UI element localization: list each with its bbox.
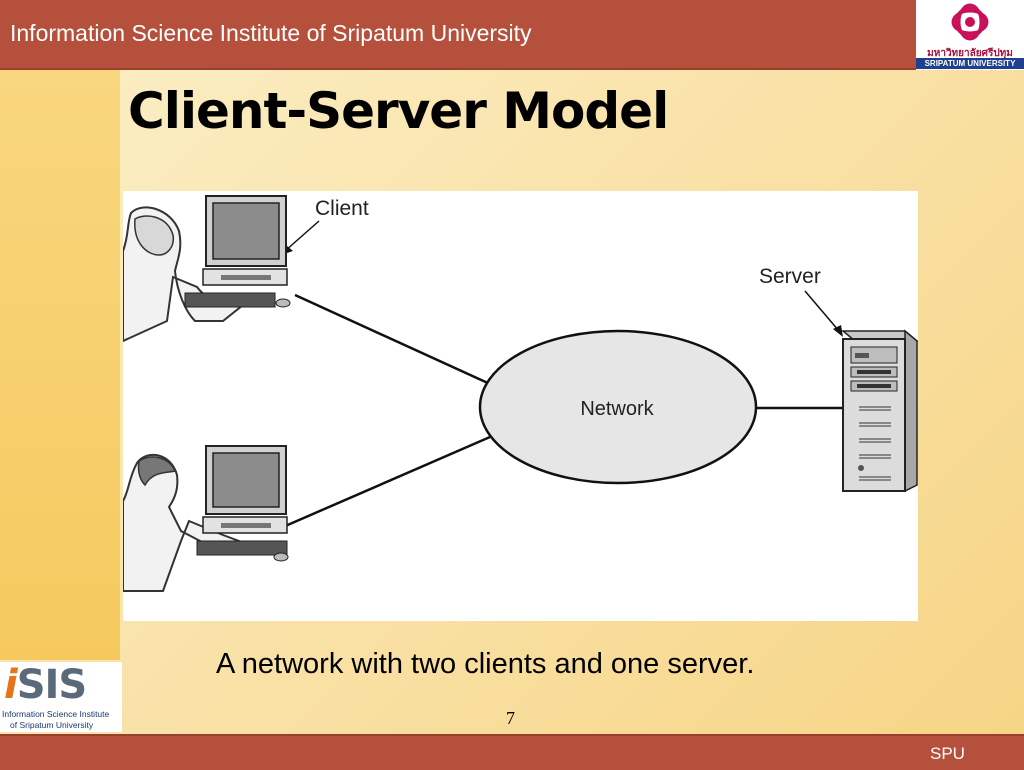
slide-caption: A network with two clients and one serve… [216, 648, 755, 680]
link-client1-network [294, 293, 491, 386]
server-label: Server [759, 265, 821, 288]
university-thai-name: มหาวิทยาลัยศรีปทุม [927, 48, 1013, 59]
client-2-workstation [123, 445, 289, 592]
page-number: 7 [506, 708, 515, 728]
isis-logo: iSIS Information Science Institute of Sr… [0, 662, 122, 732]
university-logo: มหาวิทยาลัยศรีปทุม SRIPATUM UNIVERSITY [916, 0, 1024, 70]
isis-mark-i: i [4, 662, 18, 708]
header-title: Information Science Institute of Sripatu… [10, 20, 532, 46]
link-client2-network [282, 435, 491, 529]
network-cloud [478, 329, 758, 485]
client-2-keyboard-icon [196, 540, 288, 556]
server-tower-icon [840, 329, 918, 493]
diagram-svg: Network Client Server [123, 195, 918, 592]
server-arrowhead [833, 325, 843, 337]
spu-lotus-logo-icon [951, 3, 989, 41]
left-decor-strip [0, 70, 120, 660]
isis-line1: Information Science Institute [2, 709, 110, 719]
header-bar: Information Science Institute of Sripatu… [0, 0, 916, 70]
footer-bar: SPU [0, 734, 1024, 770]
university-english-name: SRIPATUM UNIVERSITY [916, 58, 1024, 69]
server-arrow [804, 290, 840, 332]
footer-text: SPU [930, 744, 965, 763]
client-arrow [284, 220, 320, 252]
client-server-diagram: Network Client Server [123, 191, 918, 621]
network-label: Network [580, 398, 654, 420]
slide-title: Client-Server Model [128, 82, 669, 140]
isis-wordmark: iSIS [4, 662, 87, 708]
client-2-person-icon [123, 454, 242, 592]
client-1-keyboard-icon [184, 292, 276, 308]
client-label: Client [315, 197, 369, 220]
client-1-workstation [123, 195, 291, 343]
isis-line2: of Sripatum University [10, 720, 94, 730]
isis-mark-rest: SIS [16, 662, 87, 708]
